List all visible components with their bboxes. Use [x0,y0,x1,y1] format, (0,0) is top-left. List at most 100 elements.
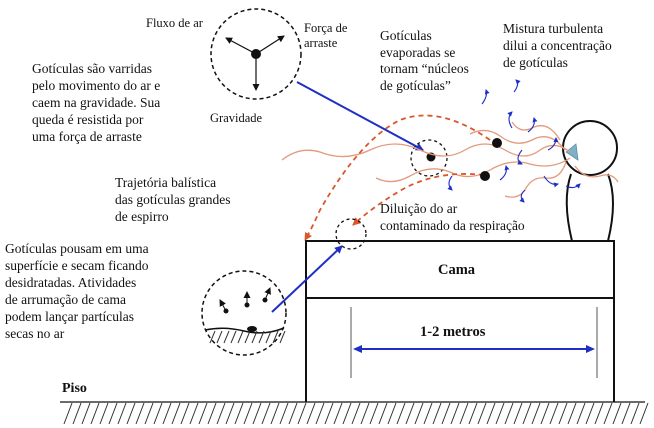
surface-hatch-line [216,330,223,344]
floor-hatch-line [504,402,514,425]
floor-hatch-line [99,402,109,425]
expelled-droplet [480,171,490,181]
surface-diagram [201,270,287,356]
floor-hatch-line [72,402,82,425]
floor-hatch-line [612,402,622,425]
person-figure [562,120,618,242]
floor-hatch-line [288,402,298,425]
floor-hatch-line [477,402,487,425]
floor-hatch-line [360,402,370,425]
surface-hatch-line [237,330,244,344]
turbulence-arrows [447,79,581,203]
settling-callout [335,218,367,250]
floor-hatch-line [180,402,190,425]
floor-hatch-line [279,402,289,425]
floor-hatch-line [144,402,154,425]
ballistic-trajectory-label: Trajetória balística das gotículas grand… [115,175,231,224]
floor-hatch-line [108,402,118,425]
floor-hatch-line [630,402,640,425]
floor-hatch-line [81,402,91,425]
floor-hatch-line [306,402,316,425]
ballistic-trajectory [304,114,491,241]
force-diagram [210,8,302,100]
airflow-label: Fluxo de ar [146,16,203,30]
distance-label: 1-2 metros [420,324,486,340]
floor-hatch-line [513,402,523,425]
expelled-droplet [492,138,502,148]
floor-hatch-line [522,402,532,425]
surface-hatch-line [272,330,279,344]
floor-hatch-line [261,402,271,425]
floor-hatch-line [189,402,199,425]
swept-droplets-label: Gotículas são varridas pelo movimento do… [32,61,161,144]
floor-hatch-line [342,402,352,425]
floor-hatch-line [153,402,163,425]
drag-force-label: Força de arraste [304,21,348,50]
airflow-plume [281,121,619,198]
floor-hatch-line [621,402,631,425]
force-diagram-pointer-arrow [296,81,424,151]
floor-hatch-line [486,402,496,425]
gravity-label: Gravidade [210,111,263,125]
floor-hatch-line [414,402,424,425]
bed-label: Cama [438,262,476,278]
floor-hatch-line [324,402,334,425]
surface-hatch-line [209,330,216,344]
settled-droplets-label: Gotículas pousam em uma superfície e sec… [5,241,149,341]
floor-hatch-line [297,402,307,425]
floor-hatch-line [378,402,388,425]
surface-hatch-line [258,330,265,344]
floor-hatch-line [603,402,613,425]
floor-hatch-line [549,402,559,425]
surface-hatch-line [223,330,230,344]
floor-hatch-line [567,402,577,425]
floor-hatch-line [90,402,100,425]
floor-hatch-line [558,402,568,425]
floor-hatch-line [234,402,244,425]
floor-hatch-line [594,402,604,425]
floor [60,401,649,425]
floor-hatch-line [396,402,406,425]
distance-marker [350,307,598,378]
floor-hatch-line [117,402,127,425]
floor-hatch-line [585,402,595,425]
floor-hatch-line [576,402,586,425]
floor-hatch-line [270,402,280,425]
floor-hatch-line [198,402,208,425]
floor-hatch-line [63,402,73,425]
floor-hatch-line [369,402,379,425]
evaporated-droplets-label: Gotículas evaporadas se tornam “núcleos … [380,28,469,93]
floor-hatch-line [216,402,226,425]
floor-hatch-line [135,402,145,425]
floor-hatch-line [468,402,478,425]
floor-hatch-line [441,402,451,425]
floor-hatch-line [531,402,541,425]
floor-label: Piso [62,381,87,396]
surface-hatch-line [251,330,258,344]
floor-hatch-line [207,402,217,425]
surface-hatch-line [265,330,272,344]
floor-hatch-line [639,402,649,425]
floor-hatch-line [162,402,172,425]
air-dilution-label: Diluição do ar contaminado da respiração [380,201,525,233]
floor-hatch-line [126,402,136,425]
floor-hatch-line [351,402,361,425]
floor-hatch-line [387,402,397,425]
surface-hatch-line [279,330,286,344]
floor-hatch-line [171,402,181,425]
floor-hatch-line [459,402,469,425]
floor-hatch-line [225,402,235,425]
bed [305,240,615,402]
floor-hatch-line [315,402,325,425]
surface-hatch-line [230,330,237,344]
floor-hatch-line [423,402,433,425]
floor-hatch-line [333,402,343,425]
floor-hatch-line [450,402,460,425]
floor-hatch-line [432,402,442,425]
settling-pointer-arrow [271,245,343,313]
face-shield-icon [565,143,579,161]
turbulent-mixing-label: Mistura turbulenta dilui a concentração … [503,21,612,70]
floor-hatch-line [540,402,550,425]
